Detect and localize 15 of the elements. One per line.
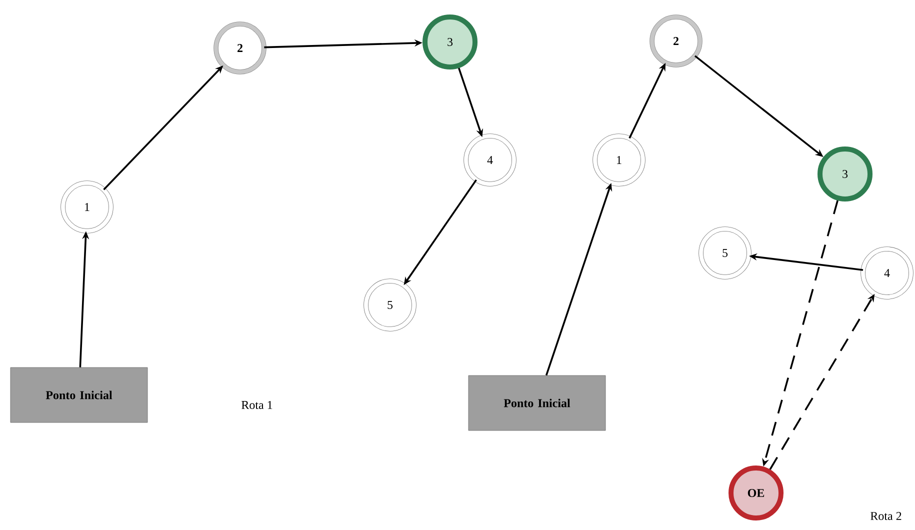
route-node: OE bbox=[728, 466, 784, 520]
route-node: 1 bbox=[60, 180, 114, 234]
start-box: Ponto Inicial bbox=[10, 367, 148, 423]
route-label: Rota 2 bbox=[870, 512, 902, 520]
route-node: 4 bbox=[464, 134, 516, 186]
start-box: Ponto Inicial bbox=[468, 375, 606, 431]
route-node: 2 bbox=[650, 14, 702, 68]
route-label: Rota 1 bbox=[242, 400, 272, 410]
route-node: 5 bbox=[364, 278, 416, 332]
route-node: 4 bbox=[860, 246, 914, 300]
route-node: 2 bbox=[214, 22, 266, 74]
route-node: 5 bbox=[698, 226, 752, 280]
route-node: 3 bbox=[818, 146, 873, 202]
route-node: 3 bbox=[422, 14, 478, 70]
route-node: 1 bbox=[592, 134, 646, 186]
